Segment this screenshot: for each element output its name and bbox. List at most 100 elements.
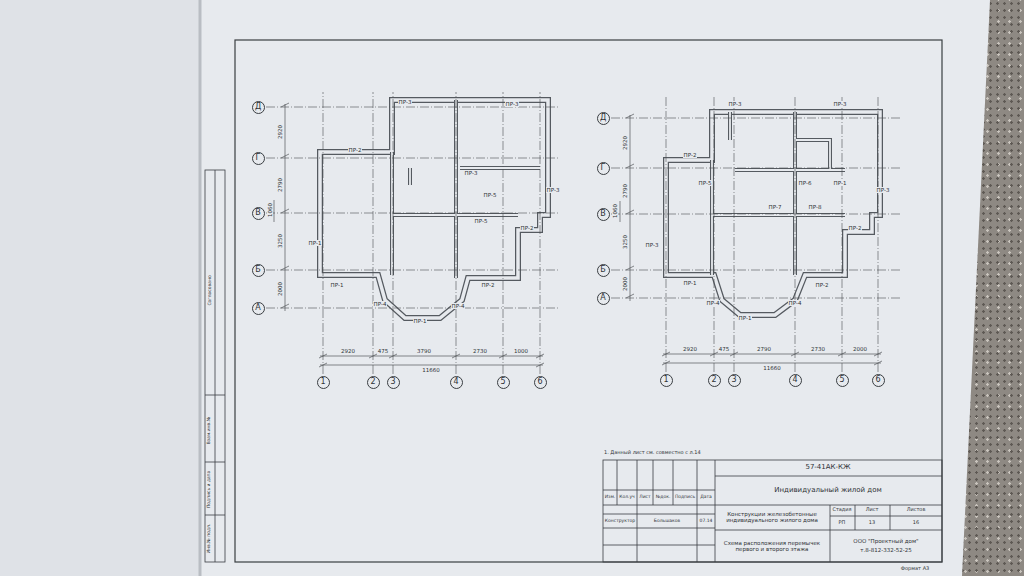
vertical-label: 3250 — [277, 233, 283, 249]
lintel-mark: ПР-3 — [398, 99, 413, 105]
lintel-mark: ПР-2 — [520, 225, 535, 231]
side-stamp — [205, 170, 225, 562]
drawing-label: 16 — [912, 520, 920, 526]
vertical-label: 2920 — [622, 135, 628, 151]
lintel-mark: ПР-3 — [833, 101, 848, 107]
drawing-label: 11660 — [762, 365, 782, 371]
drawing-label: РП — [838, 520, 847, 526]
lintel-mark: ПР-1 — [683, 280, 698, 286]
vertical-label: Подпись и дата — [208, 469, 213, 508]
axis-line — [611, 168, 900, 169]
axis-mark: 1 — [663, 376, 668, 384]
drawing-label: Конструкции железобетонные индивидуально… — [716, 511, 828, 523]
lintel-mark: ПР-3 — [876, 187, 891, 193]
axis-bubble: 1 — [317, 376, 330, 389]
axis-line — [714, 95, 715, 372]
axis-bubble: 5 — [497, 376, 510, 389]
axis-line — [266, 308, 560, 309]
axis-bubble: 4 — [789, 374, 802, 387]
axis-mark: А — [255, 304, 260, 312]
axis-bubble: 2 — [367, 376, 380, 389]
drawing-label: 3790 — [416, 348, 432, 354]
drawing-label: 11660 — [421, 367, 441, 373]
lintel-mark: ПР-7 — [768, 204, 783, 210]
floor-plan-1 — [274, 100, 548, 367]
drawing-label: Лист — [638, 495, 651, 500]
drawing-label: Стадия — [831, 507, 852, 513]
drawing-label: Большаков — [653, 519, 681, 524]
lintel-mark: ПР-4 — [706, 300, 721, 306]
axis-line — [393, 92, 394, 374]
axis-bubble: Д — [252, 101, 265, 114]
lintel-mark: ПР-1 — [738, 315, 753, 321]
axis-bubble: Д — [597, 112, 610, 125]
axis-mark: А — [600, 294, 605, 302]
axis-mark: 4 — [792, 376, 797, 384]
drawing-label: №док. — [655, 495, 672, 500]
vertical-label: 2790 — [622, 183, 628, 199]
axis-line — [611, 214, 900, 215]
axis-mark: Б — [600, 266, 606, 274]
axis-bubble: 4 — [450, 376, 463, 389]
axis-line — [503, 92, 504, 374]
axis-bubble: Б — [252, 264, 265, 277]
axis-bubble: 2 — [708, 374, 721, 387]
lintel-mark: ПР-3 — [505, 101, 520, 107]
lintel-mark: ПР-4 — [451, 303, 466, 309]
lintel-mark: ПР-4 — [788, 300, 803, 306]
axis-mark: 2 — [711, 376, 716, 384]
vertical-label: Инв.№ подл. — [208, 522, 213, 554]
axis-mark: Г — [256, 154, 261, 162]
lintel-mark: ПР-3 — [546, 187, 561, 193]
drawing-label: т.8-812-332-52-25 — [859, 547, 912, 553]
axis-line — [323, 92, 324, 374]
drawing-label: Подпись — [674, 495, 696, 500]
axis-bubble: А — [252, 302, 265, 315]
lintel-mark: ПР-5 — [474, 218, 489, 224]
floor-plan-2 — [620, 112, 882, 365]
drawing-label: 57-41АК-КЖ — [804, 464, 851, 472]
vertical-label: 3250 — [622, 234, 628, 250]
lintel-mark: ПР-2 — [683, 152, 698, 158]
axis-mark: 6 — [537, 378, 542, 386]
axis-mark: В — [600, 210, 606, 218]
drawing-label: 475 — [377, 348, 390, 354]
axis-line — [878, 95, 879, 372]
drawing-label: Индивидуальный жилой дом — [773, 487, 882, 495]
axis-line — [611, 298, 900, 299]
axis-bubble: Г — [252, 152, 265, 165]
vertical-label: 1060 — [267, 202, 273, 218]
title-block — [603, 460, 942, 562]
axis-mark: Б — [255, 266, 261, 274]
axis-mark: 1 — [320, 378, 325, 386]
axis-mark: Д — [255, 103, 261, 111]
lintel-mark: ПР-1 — [308, 240, 323, 246]
lintel-mark: ПР-3 — [645, 242, 660, 248]
lintel-mark: ПР-5 — [483, 192, 498, 198]
lintel-mark: ПР-4 — [373, 301, 388, 307]
lintel-mark: ПР-2 — [481, 282, 496, 288]
drawing-label: 2730 — [472, 348, 488, 354]
vertical-label: Взам.инв.№ — [208, 415, 213, 445]
drawing-label: Лист — [865, 507, 880, 513]
lintel-mark: ПР-1 — [833, 180, 848, 186]
axis-mark: Д — [600, 114, 606, 122]
axis-line — [456, 92, 457, 374]
axis-line — [373, 92, 374, 374]
drawing-label: 13 — [868, 520, 876, 526]
axis-mark: 4 — [453, 378, 458, 386]
vertical-label: 1060 — [612, 203, 618, 219]
axis-mark: 2 — [370, 378, 375, 386]
axis-line — [266, 270, 560, 271]
axis-line — [540, 92, 541, 374]
axis-mark: В — [255, 209, 261, 217]
drawing-label: 2000 — [852, 346, 868, 352]
axis-bubble: 1 — [660, 374, 673, 387]
drawing-label: 1000 — [513, 348, 529, 354]
lintel-mark: ПР-2 — [848, 225, 863, 231]
drawing-label: Конструктор — [604, 519, 636, 524]
lintel-mark: ПР-2 — [348, 147, 363, 153]
lintel-mark: ПР-2 — [815, 282, 830, 288]
vertical-label: 2920 — [277, 124, 283, 140]
vertical-label: 2790 — [277, 177, 283, 193]
